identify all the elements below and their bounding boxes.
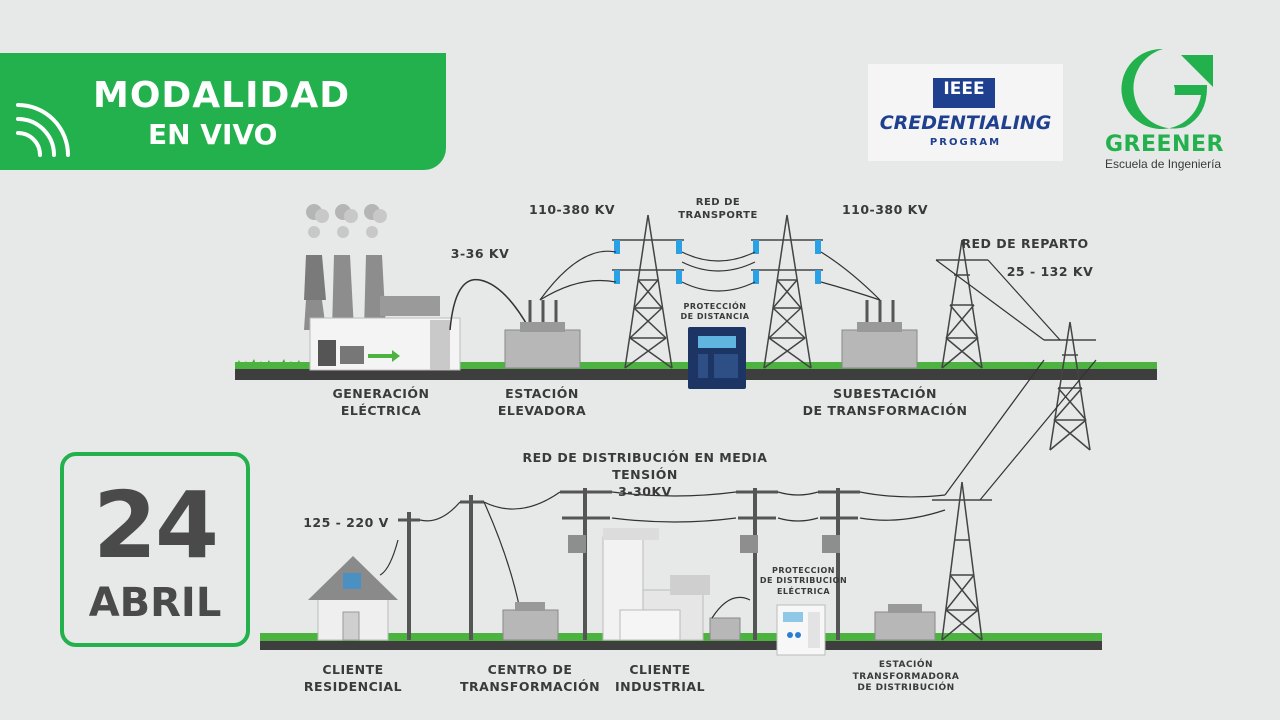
greener-name: GREENER: [1105, 132, 1224, 157]
tower-reparto: [936, 239, 988, 369]
label-voltage-generation: 3-36 KV: [450, 246, 510, 261]
industrial-building: [602, 528, 710, 641]
live-mode-banner: [0, 53, 446, 170]
ieee-credentialing-logo: IEEE CREDENTIALING PROGRAM: [868, 64, 1063, 161]
distribution-lines: [379, 491, 946, 611]
distribution-poles: [407, 488, 840, 640]
program-text: PROGRAM: [929, 137, 1002, 148]
label-reparto-network: RED DE REPARTO: [961, 236, 1089, 251]
event-date-box: 24 ABRIL: [60, 452, 250, 647]
tower-middle: [751, 214, 823, 369]
broadcast-icon: [16, 103, 70, 157]
distance-protection-relay: [688, 327, 746, 389]
transformer-subestacion: [841, 300, 918, 369]
residential-house: [308, 556, 398, 641]
transformer-centro: [502, 602, 559, 641]
event-day: 24: [92, 472, 219, 579]
tower-distribution: [932, 481, 992, 641]
power-plant: [304, 204, 461, 371]
distribution-protection-relay: [776, 604, 826, 656]
label-residential-voltage: 125 - 220 V: [303, 515, 389, 530]
transformer-estacion: [874, 604, 936, 641]
greener-subtitle: Escuela de Ingeniería: [1105, 157, 1222, 171]
tower-reparto-right: [1044, 321, 1096, 451]
greener-logo-icon: [1121, 48, 1213, 129]
banner-subtitle: EN VIVO: [148, 118, 278, 151]
transformer-industrial: [709, 617, 741, 641]
banner-title: MODALIDAD: [93, 75, 351, 116]
label-reparto-voltage: 25 - 132 KV: [1006, 264, 1094, 279]
label-voltage-transport-right: 110-380 KV: [841, 202, 929, 217]
credentialing-text: CREDENTIALING: [879, 112, 1052, 134]
event-month: ABRIL: [88, 580, 222, 626]
label-voltage-transport-left: 110-380 KV: [528, 202, 616, 217]
ieee-text: IEEE: [943, 79, 985, 99]
tower-left: [612, 214, 684, 369]
transformer-elevadora: [504, 300, 581, 369]
transmission-lines: [539, 250, 1097, 501]
